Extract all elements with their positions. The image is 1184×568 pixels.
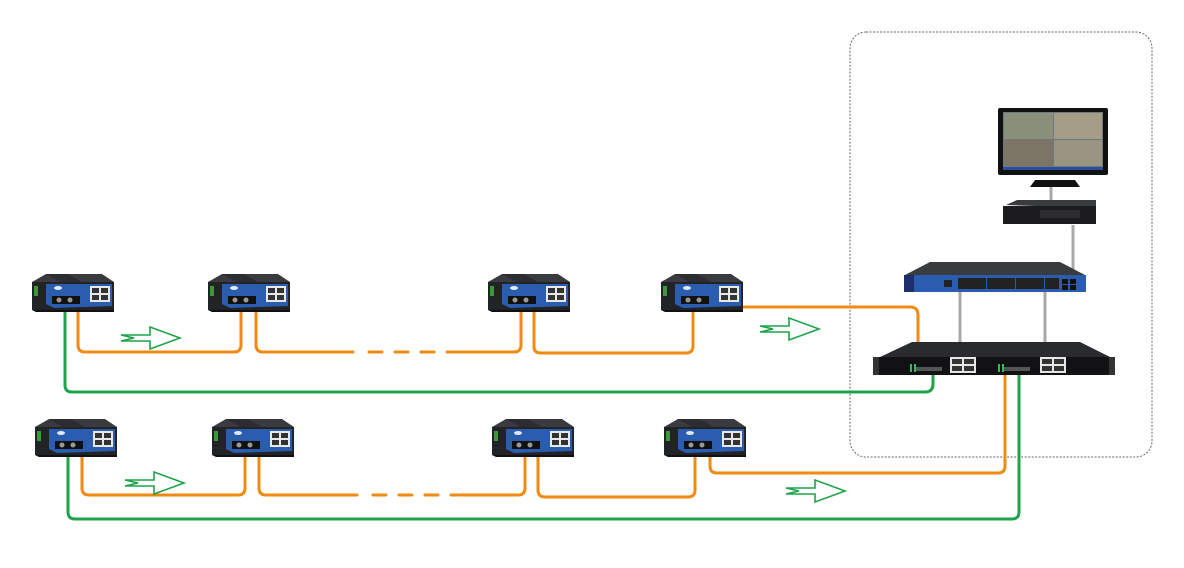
ring-1-tx-link-s3-s4 <box>532 308 695 355</box>
industrial-switch-icon[interactable] <box>664 419 746 457</box>
flow-arrows <box>120 316 848 504</box>
nvr-icon[interactable] <box>1003 200 1096 224</box>
ring-2-tx-link-s3-s4 <box>536 453 697 499</box>
industrial-switch-icon[interactable] <box>32 274 114 312</box>
ring-1-tx-link-s1-s2 <box>76 308 243 354</box>
ring-1-rx-uplink <box>63 308 935 394</box>
flow-arrow-icon <box>120 325 183 351</box>
ring-2-tx-link-s2-elided <box>257 453 359 497</box>
industrial-switch-icon[interactable] <box>488 274 570 312</box>
industrial-switch-icon[interactable] <box>212 419 294 457</box>
control-room-boundary <box>849 31 1153 458</box>
ring-2-tx-link-s1-s2 <box>80 453 247 497</box>
industrial-switch-icon[interactable] <box>661 274 743 312</box>
ring-2-tx-uplink <box>708 370 1007 475</box>
ring-2-rx-uplink <box>66 370 1021 521</box>
ring-1-tx-uplink <box>706 305 920 374</box>
ring-1-tx-link-elided-s3 <box>455 308 523 354</box>
monitor-icon[interactable] <box>998 108 1108 187</box>
flow-arrow-icon <box>785 478 848 504</box>
flow-arrow-icon <box>124 470 187 496</box>
industrial-switch-icon[interactable] <box>492 419 574 457</box>
rack-chassis-icon[interactable] <box>873 342 1115 375</box>
flow-arrow-icon <box>759 316 822 342</box>
ring-1-links <box>63 305 935 394</box>
industrial-switch-icon[interactable] <box>35 419 117 457</box>
ring-2-tx-link-elided-s3 <box>459 453 527 497</box>
ring-2-links <box>66 370 1021 521</box>
industrial-switch-icon[interactable] <box>208 274 290 312</box>
rack-switch-icon[interactable] <box>904 262 1086 292</box>
ring-1-tx-link-s2-elided <box>254 308 355 354</box>
